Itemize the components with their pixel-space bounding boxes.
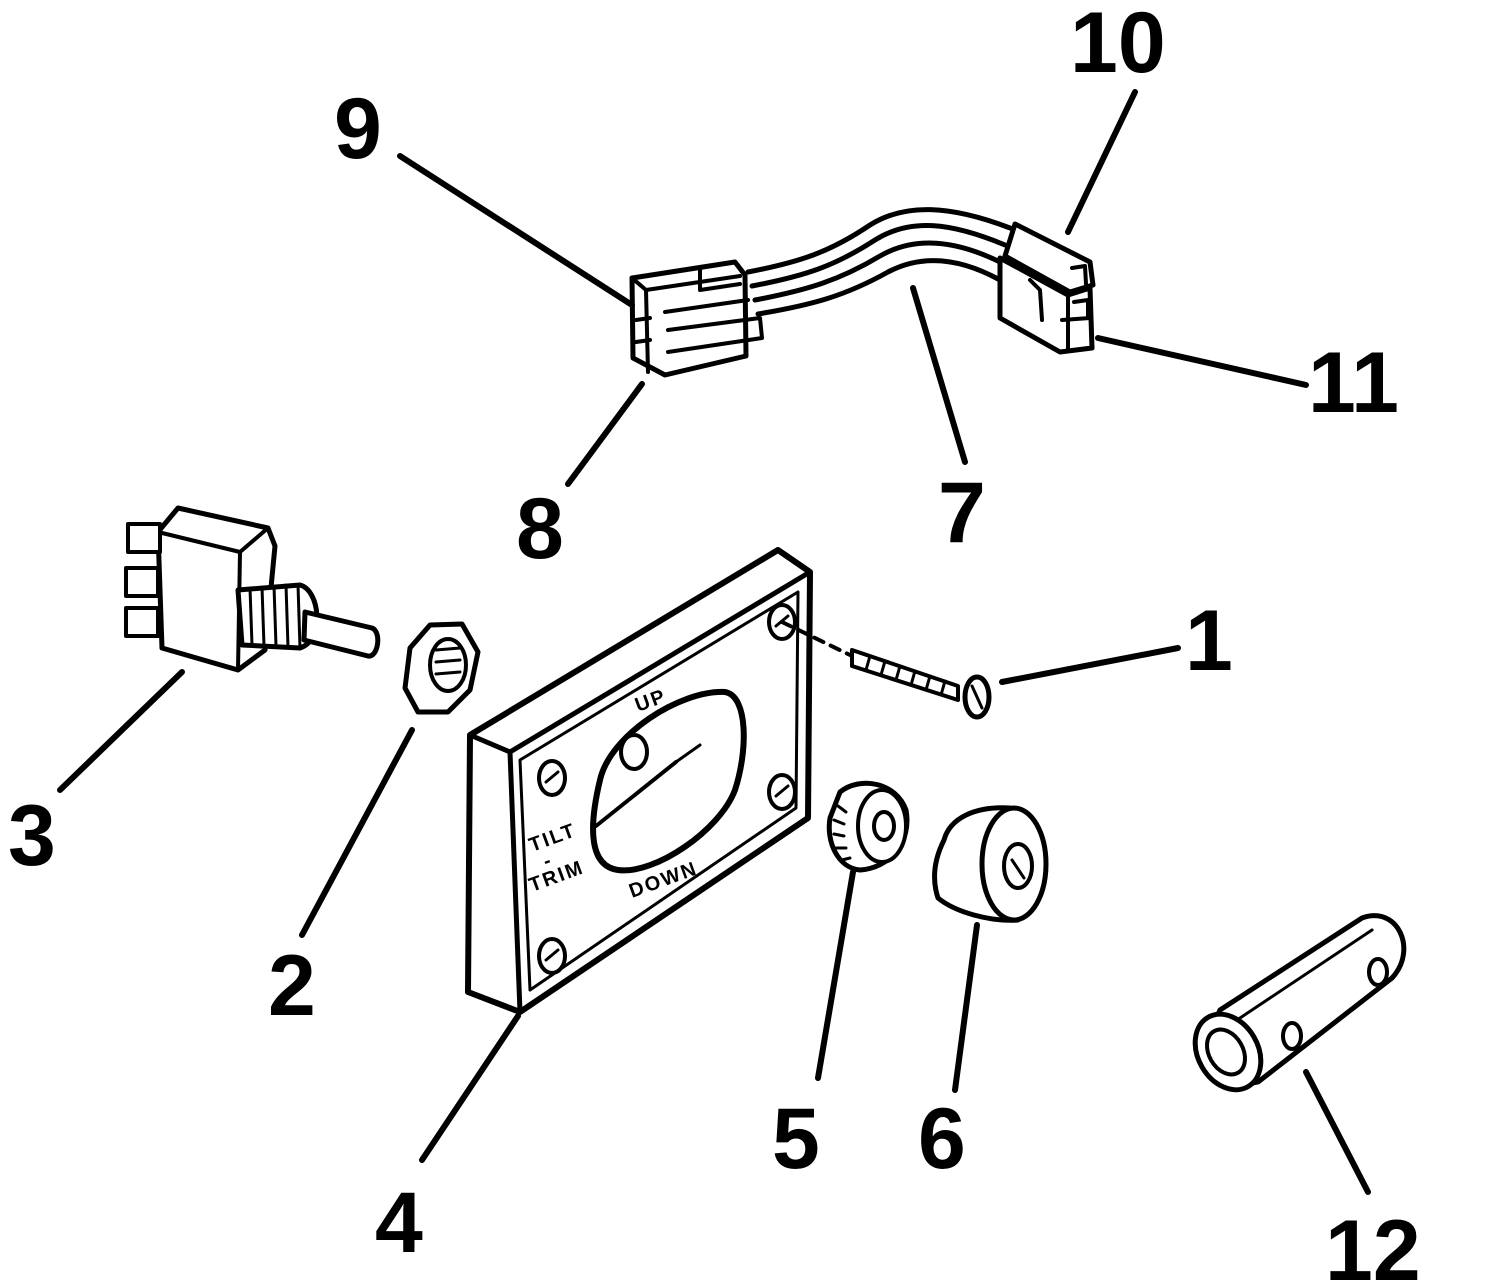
- callout-5: 5: [772, 1091, 820, 1187]
- leader-5: [815, 869, 856, 1081]
- leader-2: [299, 727, 415, 938]
- leader-9: [397, 153, 635, 308]
- callout-9: 9: [334, 81, 382, 177]
- switch-plate: UP DOWN TILT - TRIM: [465, 547, 813, 1015]
- callout-11: 11: [1308, 335, 1399, 431]
- harness-connector-right: [997, 221, 1096, 355]
- leader-1: [999, 645, 1181, 685]
- leader-7: [910, 285, 968, 465]
- leader-4: [419, 1013, 521, 1163]
- wiring-harness: [745, 207, 1013, 317]
- leader-3: [57, 669, 185, 793]
- callout-2: 2: [268, 938, 316, 1034]
- rubber-boot: [932, 805, 1049, 923]
- knurled-nut: [826, 780, 910, 873]
- leader-11: [1095, 335, 1309, 388]
- callout-6: 6: [918, 1091, 966, 1187]
- callout-4: 4: [375, 1175, 423, 1271]
- sleeve: [1192, 913, 1407, 1093]
- leader-10: [1065, 89, 1138, 235]
- leader-8: [565, 381, 645, 487]
- callout-3: 3: [8, 788, 56, 884]
- leader-lines: [57, 89, 1371, 1195]
- callout-12: 12: [1325, 1203, 1421, 1288]
- callout-1: 1: [1185, 593, 1233, 689]
- hex-nut: [402, 621, 481, 715]
- callout-numbers: 1 2 3 4 5 6 7 8 9 10 11 12: [8, 0, 1421, 1288]
- screw: [780, 620, 992, 720]
- toggle-switch: [124, 505, 381, 673]
- callout-8: 8: [516, 481, 564, 577]
- leader-12: [1303, 1069, 1371, 1195]
- leader-6: [952, 922, 980, 1093]
- callout-10: 10: [1070, 0, 1166, 91]
- harness-connector-left: [629, 259, 764, 378]
- callout-7: 7: [938, 465, 986, 561]
